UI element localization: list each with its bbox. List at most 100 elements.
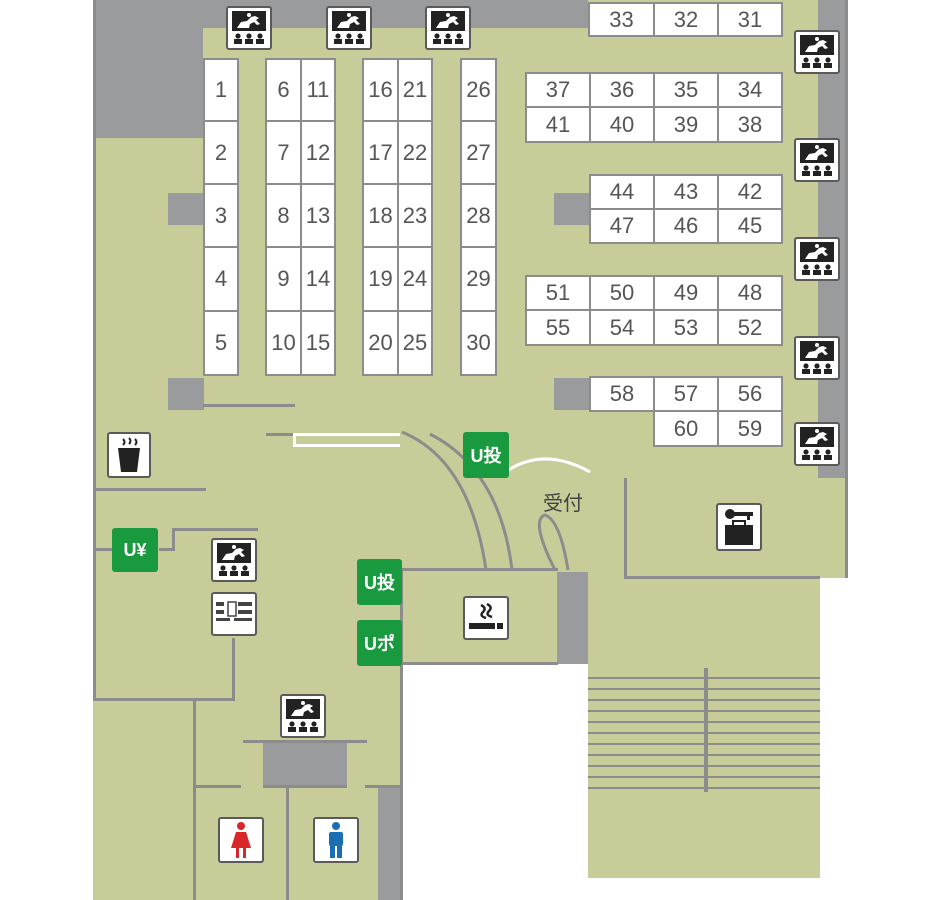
female-restroom-icon [218, 817, 264, 863]
seat-30[interactable]: 30 [460, 310, 497, 376]
u-vote-badge: U投 [463, 432, 509, 478]
seat-49[interactable]: 49 [653, 275, 719, 311]
u-atm-badge: U¥ [112, 528, 158, 572]
seat-11[interactable]: 11 [300, 58, 336, 122]
seat-18[interactable]: 18 [362, 183, 399, 248]
wall-line [203, 404, 295, 407]
seat-8[interactable]: 8 [265, 183, 302, 248]
seat-37[interactable]: 37 [525, 72, 591, 108]
pillar-right-1 [554, 193, 592, 225]
seat-34[interactable]: 34 [717, 72, 783, 108]
seat-60[interactable]: 60 [653, 410, 719, 447]
seat-26[interactable]: 26 [460, 58, 497, 122]
pillar-left-2 [168, 378, 204, 410]
seat-57[interactable]: 57 [653, 376, 719, 412]
seat-16[interactable]: 16 [362, 58, 399, 122]
seat-21[interactable]: 21 [397, 58, 433, 122]
race-screen-icon [226, 6, 272, 50]
seat-53[interactable]: 53 [653, 309, 719, 346]
seat-22[interactable]: 22 [397, 120, 433, 185]
staircase [588, 668, 820, 792]
seat-9[interactable]: 9 [265, 246, 302, 312]
seat-42[interactable]: 42 [717, 174, 783, 210]
seat-7[interactable]: 7 [265, 120, 302, 185]
seat-41[interactable]: 41 [525, 106, 591, 143]
seat-17[interactable]: 17 [362, 120, 399, 185]
seat-32[interactable]: 32 [653, 2, 719, 37]
pillar-right-2 [554, 378, 592, 410]
race-screen-icon [794, 336, 840, 380]
seat-44[interactable]: 44 [589, 174, 655, 210]
seat-24[interactable]: 24 [397, 246, 433, 312]
race-screen-icon [211, 538, 257, 582]
wall-line [232, 638, 235, 700]
race-screen-icon [794, 138, 840, 182]
seat-43[interactable]: 43 [653, 174, 719, 210]
seat-55[interactable]: 55 [525, 309, 591, 346]
wall-line [193, 785, 241, 788]
seat-20[interactable]: 20 [362, 310, 399, 376]
locker-key-icon [716, 503, 762, 551]
seat-38[interactable]: 38 [717, 106, 783, 143]
seat-14[interactable]: 14 [300, 246, 336, 312]
seat-52[interactable]: 52 [717, 309, 783, 346]
race-screen-icon [326, 6, 372, 50]
seat-48[interactable]: 48 [717, 275, 783, 311]
u-point-badge: Uポ [357, 620, 402, 666]
seat-12[interactable]: 12 [300, 120, 336, 185]
seat-33[interactable]: 33 [588, 2, 655, 37]
u-vote-badge: U投 [357, 559, 402, 605]
seat-56[interactable]: 56 [717, 376, 783, 412]
race-screen-icon [280, 694, 326, 738]
pillar-left-1 [168, 193, 204, 225]
seat-39[interactable]: 39 [653, 106, 719, 143]
curved-walkway [401, 430, 591, 571]
seat-27[interactable]: 27 [460, 120, 497, 185]
seat-23[interactable]: 23 [397, 183, 433, 248]
male-restroom-icon [313, 817, 359, 863]
seating-chart-icon [211, 592, 257, 636]
wall-line [193, 700, 196, 900]
seat-58[interactable]: 58 [589, 376, 655, 412]
wall-line [263, 785, 347, 788]
seat-59[interactable]: 59 [717, 410, 783, 447]
seat-3[interactable]: 3 [203, 183, 239, 248]
seat-31[interactable]: 31 [717, 2, 783, 37]
seat-13[interactable]: 13 [300, 183, 336, 248]
pillar-center [557, 572, 588, 664]
seat-36[interactable]: 36 [589, 72, 655, 108]
wall-line [93, 698, 235, 701]
wall-line [400, 662, 558, 665]
race-screen-icon [794, 30, 840, 74]
seat-28[interactable]: 28 [460, 183, 497, 248]
seat-54[interactable]: 54 [589, 309, 655, 346]
seat-29[interactable]: 29 [460, 246, 497, 312]
wall-line [624, 576, 820, 579]
seat-25[interactable]: 25 [397, 310, 433, 376]
seat-46[interactable]: 46 [653, 208, 719, 244]
seat-51[interactable]: 51 [525, 275, 591, 311]
wall-line [286, 785, 289, 900]
wall-line [172, 528, 258, 531]
wall-line [400, 568, 403, 900]
seat-4[interactable]: 4 [203, 246, 239, 312]
wall-line [266, 433, 296, 436]
race-screen-icon [794, 422, 840, 466]
wall-line [365, 785, 403, 788]
seat-40[interactable]: 40 [589, 106, 655, 143]
floor-right-room [558, 478, 848, 578]
seat-2[interactable]: 2 [203, 120, 239, 185]
rail [293, 433, 400, 447]
seat-5[interactable]: 5 [203, 310, 239, 376]
seat-45[interactable]: 45 [717, 208, 783, 244]
seat-47[interactable]: 47 [589, 208, 655, 244]
seat-10[interactable]: 10 [265, 310, 302, 376]
wall-lower-right-strip [378, 785, 403, 900]
wall-line [172, 530, 175, 550]
seat-6[interactable]: 6 [265, 58, 302, 122]
seat-15[interactable]: 15 [300, 310, 336, 376]
seat-50[interactable]: 50 [589, 275, 655, 311]
seat-19[interactable]: 19 [362, 246, 399, 312]
seat-35[interactable]: 35 [653, 72, 719, 108]
seat-1[interactable]: 1 [203, 58, 239, 122]
